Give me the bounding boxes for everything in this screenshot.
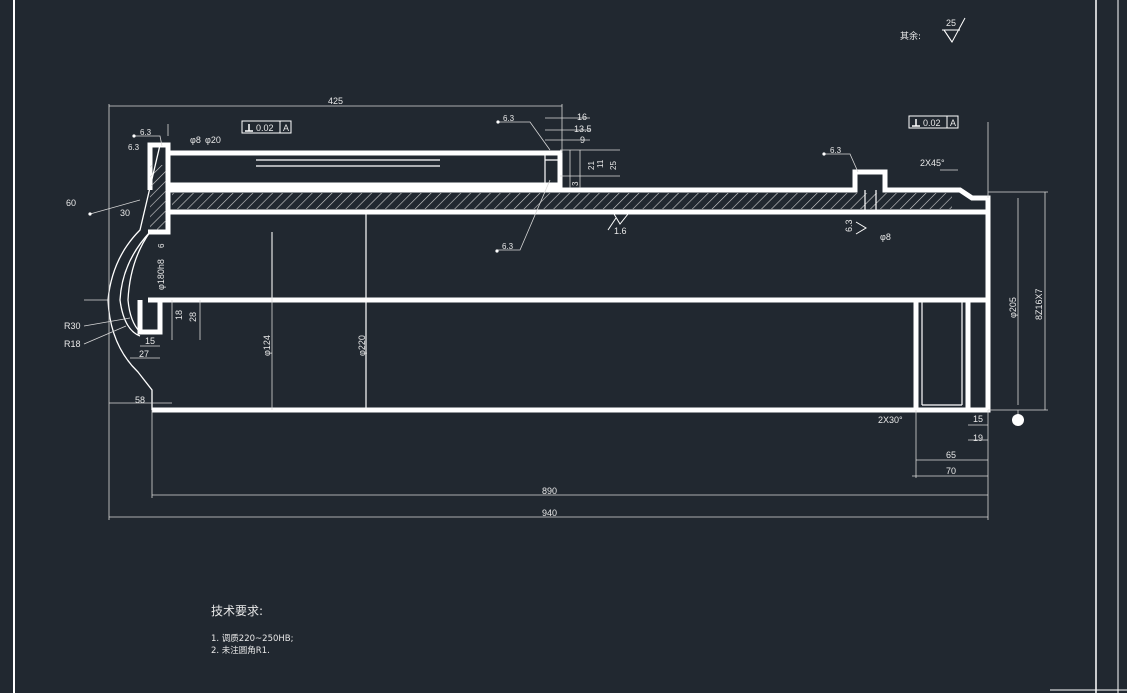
section-hatch <box>172 193 952 209</box>
dim-3: 3 <box>571 181 580 186</box>
dim-phi220: φ220 <box>357 335 367 356</box>
dim-70: 70 <box>946 466 956 476</box>
dim-28: 28 <box>188 312 198 322</box>
dim-angle-60: 60 <box>66 198 76 208</box>
drawing-frame <box>13 0 1127 693</box>
dim-19: 19 <box>973 433 983 443</box>
end-cap <box>107 144 161 410</box>
dimension-lines <box>84 104 1048 520</box>
dim-r18: R18 <box>64 339 81 349</box>
dim-18: 18 <box>174 310 184 320</box>
dim-r30: R30 <box>64 321 81 331</box>
remaining-label: 其余: <box>900 30 921 42</box>
dim-6: 6 <box>157 243 166 248</box>
technical-requirements: 技术要求: 1. 调质220~250HB; 2. 未注圆角R1. <box>211 604 293 656</box>
tolerance-frame-right: 0.02 A <box>908 115 959 129</box>
dim-11: 11 <box>596 159 605 168</box>
dim-25: 25 <box>609 161 618 170</box>
dim-15-right: 15 <box>973 414 983 424</box>
dim-chamfer-2x30: 2X30° <box>878 415 903 425</box>
shaft-outline <box>137 142 991 413</box>
rough-1-6: 1.6 <box>614 226 627 236</box>
roughness-label-3: 6.3 <box>502 242 514 251</box>
requirements-title: 技术要求: <box>211 604 263 618</box>
rough-6-3: 6.3 <box>844 219 854 232</box>
dim-phi205: φ205 <box>1008 297 1018 318</box>
roughness-label-1: 6.3 <box>140 128 152 137</box>
dim-chamfer-2x45: 2X45° <box>920 158 945 168</box>
dim-16: 16 <box>577 112 587 122</box>
dim-21: 21 <box>587 161 596 170</box>
requirement-item-1: 1. 调质220~250HB; <box>211 633 293 644</box>
dim-425: 425 <box>328 96 343 106</box>
tolerance-right-datum: A <box>950 118 956 128</box>
dim-phi8-a: φ8 <box>190 135 201 145</box>
remaining-roughness: 其余: 25 <box>900 17 966 43</box>
requirement-item-2: 2. 未注圆角R1. <box>211 645 270 656</box>
dim-58: 58 <box>135 395 145 405</box>
roughness-symbols <box>607 29 953 235</box>
dim-27: 27 <box>139 349 149 359</box>
dim-phi180: φ180h8 <box>156 259 166 290</box>
roughness-label-5: 6.3 <box>128 143 140 152</box>
dim-phi124: φ124 <box>262 335 272 356</box>
center-marks <box>88 120 1024 426</box>
dim-940: 940 <box>542 508 557 518</box>
roughness-label-2: 6.3 <box>503 114 515 123</box>
leader-lines <box>83 121 1019 418</box>
flange-hatch <box>150 165 166 230</box>
tolerance-right-value: 0.02 <box>923 118 941 128</box>
tolerance-left-datum: A <box>283 123 289 133</box>
dim-angle-30: 30 <box>120 208 130 218</box>
dim-65: 65 <box>946 450 956 460</box>
tolerance-left-value: 0.02 <box>256 123 274 133</box>
dimension-texts: 425 16 13.5 9 890 940 65 70 15 19 15 27 … <box>64 96 1044 518</box>
roughness-labels: 6.3 6.3 6.3 6.3 6.3 <box>128 114 842 251</box>
dim-890: 890 <box>542 486 557 496</box>
dim-spline: 8Z16X7 <box>1034 288 1044 320</box>
roughness-label-4: 6.3 <box>830 146 842 155</box>
dim-phi8-b: φ8 <box>880 232 891 242</box>
tolerance-frame-left: 0.02 A <box>241 120 292 134</box>
remaining-roughness-value: 25 <box>946 18 956 28</box>
dim-phi20: φ20 <box>205 135 221 145</box>
dim-9: 9 <box>580 135 585 145</box>
dim-13-5: 13.5 <box>574 124 592 134</box>
dim-15-left: 15 <box>145 336 155 346</box>
